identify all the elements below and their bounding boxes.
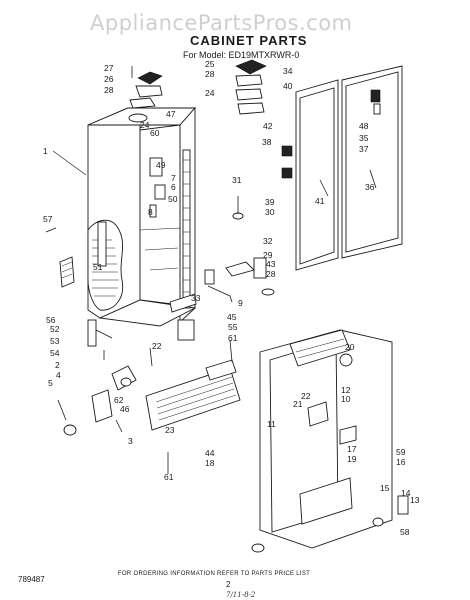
- callout-44: 44: [205, 448, 215, 458]
- callout-21: 21: [293, 399, 303, 409]
- callout-23: 23: [165, 425, 175, 435]
- callout-26: 26: [104, 74, 114, 84]
- callout-61a: 61: [228, 333, 238, 343]
- callout-24a: 24: [140, 120, 150, 130]
- callout-37: 37: [359, 144, 369, 154]
- page-number: 2: [226, 580, 231, 589]
- callout-53: 53: [50, 336, 60, 346]
- callout-59: 59: [396, 447, 406, 457]
- callout-10: 10: [341, 394, 351, 404]
- top-hinge-right: [235, 59, 267, 115]
- callout-18: 18: [205, 458, 215, 468]
- callout-13: 13: [410, 495, 420, 505]
- callout-36: 36: [365, 182, 375, 192]
- callout-60: 60: [150, 128, 160, 138]
- grille-assembly: [111, 339, 241, 474]
- callout-4: 4: [56, 370, 61, 380]
- callout-17: 17: [347, 444, 357, 454]
- callout-45: 45: [227, 312, 237, 322]
- callout-28a: 28: [104, 85, 114, 95]
- callout-22b: 22: [152, 341, 162, 351]
- callout-32: 32: [263, 236, 273, 246]
- callout-2: 2: [55, 360, 60, 370]
- callout-61b: 61: [164, 472, 174, 482]
- callout-55: 55: [228, 322, 238, 332]
- document-number: 789487: [18, 575, 45, 584]
- callout-48: 48: [359, 121, 369, 131]
- callout-3: 3: [128, 436, 133, 446]
- callout-28c: 28: [266, 269, 276, 279]
- mid-bracket-parts: [207, 145, 293, 303]
- callout-43: 43: [266, 259, 276, 269]
- ordering-info-footer: FOR ORDERING INFORMATION REFER TO PARTS …: [118, 571, 310, 577]
- handwritten-note: 7/11-8-2: [226, 591, 256, 599]
- callout-49: 49: [156, 160, 166, 170]
- callout-5: 5: [48, 378, 53, 388]
- callout-11: 11: [267, 419, 276, 429]
- callout-51: 51: [93, 262, 103, 272]
- callout-6: 6: [171, 182, 176, 192]
- callout-15: 15: [380, 483, 390, 493]
- callout-62: 62: [114, 395, 124, 405]
- callout-1: 1: [43, 146, 48, 156]
- callout-54: 54: [50, 348, 60, 358]
- callout-12: 12: [341, 385, 351, 395]
- callout-30: 30: [265, 207, 275, 217]
- callout-8: 8: [148, 207, 153, 217]
- callout-41: 41: [315, 196, 325, 206]
- callout-38: 38: [262, 137, 272, 147]
- callout-19: 19: [347, 454, 357, 464]
- refrigerator-door: [251, 329, 409, 553]
- callout-28b: 28: [205, 69, 215, 79]
- page-title: CABINET PARTS: [190, 33, 307, 48]
- watermark: AppliancePartsPros.com: [90, 11, 353, 35]
- callout-20: 20: [345, 342, 355, 352]
- callout-57: 57: [43, 214, 53, 224]
- callout-40: 40: [283, 81, 293, 91]
- callout-46: 46: [120, 404, 130, 414]
- callout-7: 7: [171, 173, 176, 183]
- callout-24b: 24: [205, 88, 215, 98]
- callout-34: 34: [283, 66, 293, 76]
- lower-left-parts: [45, 227, 197, 436]
- callout-50: 50: [168, 194, 178, 204]
- callout-58: 58: [400, 527, 410, 537]
- callout-9: 9: [238, 298, 243, 308]
- callout-27: 27: [104, 63, 114, 73]
- callout-52: 52: [50, 324, 60, 334]
- callout-labels: 1 2 3 4 5 6 7 8 9 10 11 12 13 14 15 16 1…: [43, 59, 420, 537]
- callout-39: 39: [265, 197, 275, 207]
- callout-47: 47: [166, 109, 176, 119]
- callout-14: 14: [401, 488, 411, 498]
- callout-16: 16: [396, 457, 406, 467]
- door-gasket-frame: [295, 65, 403, 271]
- model-line: For Model: ED19MTXRWR-0: [183, 50, 299, 60]
- callout-33: 33: [191, 293, 201, 303]
- callout-35: 35: [359, 133, 369, 143]
- callout-22a: 22: [301, 391, 311, 401]
- callout-25: 25: [205, 59, 215, 69]
- top-hinge-left: [128, 66, 163, 123]
- callout-31: 31: [232, 175, 242, 185]
- callout-42: 42: [263, 121, 273, 131]
- callout-29: 29: [263, 250, 273, 260]
- callout-56: 56: [46, 315, 56, 325]
